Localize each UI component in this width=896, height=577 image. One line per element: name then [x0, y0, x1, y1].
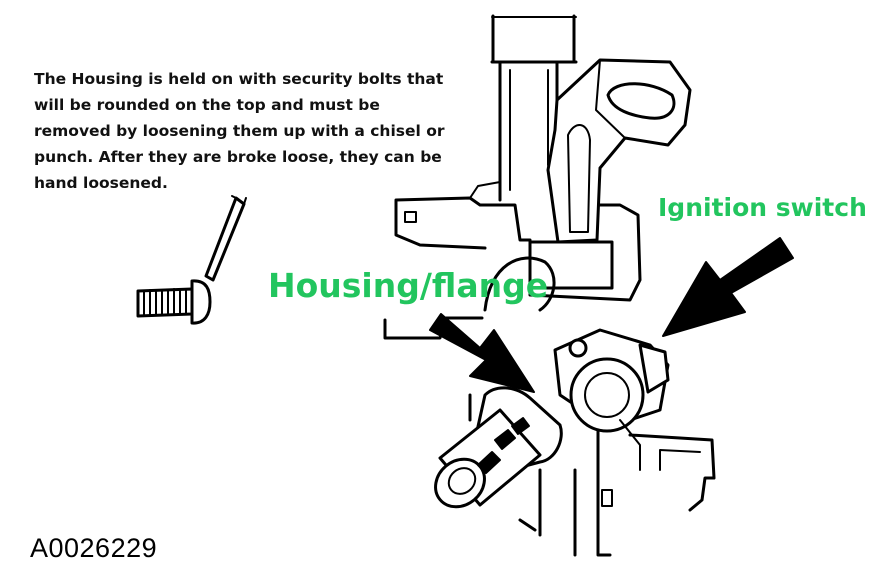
- lock-cylinder: [434, 386, 563, 509]
- figure-id: A0026229: [30, 533, 158, 563]
- chisel-drawing: [204, 195, 247, 282]
- column-housing-outline: [383, 181, 642, 340]
- removal-instructions: The Housing is held on with security bol…: [34, 70, 445, 192]
- mounting-bracket: [546, 58, 692, 244]
- ignition-pointer-arrow: [662, 237, 794, 337]
- security-bolt-drawing: [136, 279, 212, 325]
- ignition-switch-label: Ignition switch: [658, 193, 867, 222]
- lower-column-mount: [468, 393, 716, 557]
- housing-pointer-arrow: [429, 313, 535, 393]
- housing-flange-label: Housing/flange: [268, 266, 549, 305]
- ignition-switch-body: [553, 328, 670, 433]
